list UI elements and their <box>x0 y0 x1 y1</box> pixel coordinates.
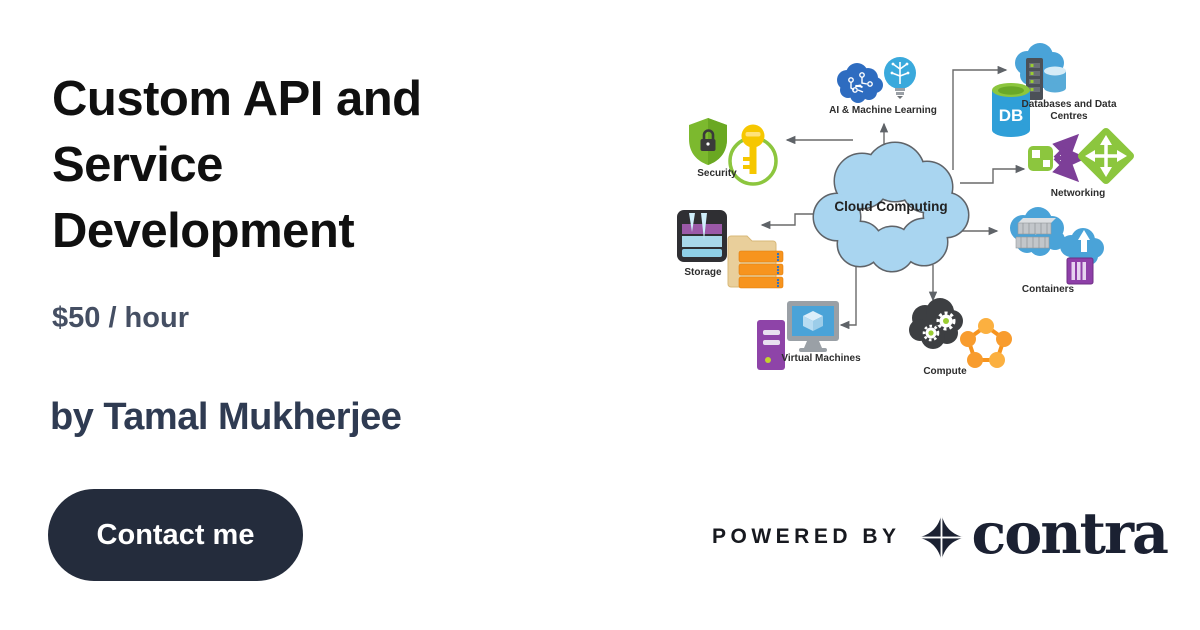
virtual-machines-label: Virtual Machines <box>781 353 861 364</box>
gears-cloud-icon <box>909 298 963 349</box>
container-box-icon <box>1066 257 1094 285</box>
switch-icon <box>1028 146 1053 171</box>
key-icon <box>728 124 778 186</box>
powered-by-label: POWERED BY <box>712 525 901 548</box>
ai-ml-node: AI & Machine Learning <box>829 57 937 116</box>
contra-star-icon <box>916 512 966 562</box>
cloud-center: Cloud Computing <box>812 141 970 273</box>
databases-label-line1: Databases and Data <box>1021 99 1116 110</box>
server-cloud-icon <box>1015 43 1066 100</box>
containers-label: Containers <box>1022 284 1075 295</box>
databases-label-line2: Centres <box>1050 111 1088 122</box>
databases-node: DB Databases and Data Centres <box>992 43 1117 137</box>
vm-monitor-icon <box>787 301 839 352</box>
security-node: Security <box>689 118 778 186</box>
server-stack-icon <box>738 250 784 289</box>
container-cloud-icon <box>1010 207 1065 256</box>
server-tower-icon <box>757 320 785 370</box>
service-rate: $50 / hour <box>52 302 189 334</box>
branch-arrows-icon <box>1052 133 1087 183</box>
security-label: Security <box>697 168 737 179</box>
storage-label: Storage <box>684 267 722 278</box>
cluster-icon <box>960 318 1012 368</box>
circuit-brain-icon <box>837 63 883 103</box>
ai-ml-label: AI & Machine Learning <box>829 105 937 116</box>
cloud-center-label: Cloud Computing <box>834 199 947 214</box>
db-badge: DB <box>999 106 1024 125</box>
router-icon <box>1078 128 1134 184</box>
contact-button[interactable]: Contact me <box>48 489 303 581</box>
cloud-computing-diagram: Cloud Computing Security <box>677 43 1134 377</box>
contra-wordmark: contra <box>971 499 1169 567</box>
service-byline: by Tamal Mukherjee <box>50 396 402 438</box>
contra-brand: contra <box>916 505 1169 562</box>
networking-node: Networking <box>1028 128 1134 199</box>
virtual-machines-node: Virtual Machines <box>757 301 861 370</box>
service-title: Custom API and Service Development <box>52 72 422 258</box>
footer-branding: POWERED BY contra <box>712 505 1169 568</box>
contact-button-label: Contact me <box>96 518 255 551</box>
shield-lock-icon <box>689 118 727 165</box>
compute-node: Compute <box>909 298 1012 377</box>
containers-node: Containers <box>1010 207 1104 295</box>
idea-bulb-icon <box>884 57 916 99</box>
connector-lines <box>760 65 1026 330</box>
upload-cloud-icon <box>1060 228 1104 265</box>
storage-node: Storage <box>677 210 784 289</box>
cold-storage-icon <box>677 210 727 262</box>
compute-label: Compute <box>923 366 967 377</box>
db-cylinder-icon: DB <box>992 83 1030 137</box>
networking-label: Networking <box>1051 188 1105 199</box>
